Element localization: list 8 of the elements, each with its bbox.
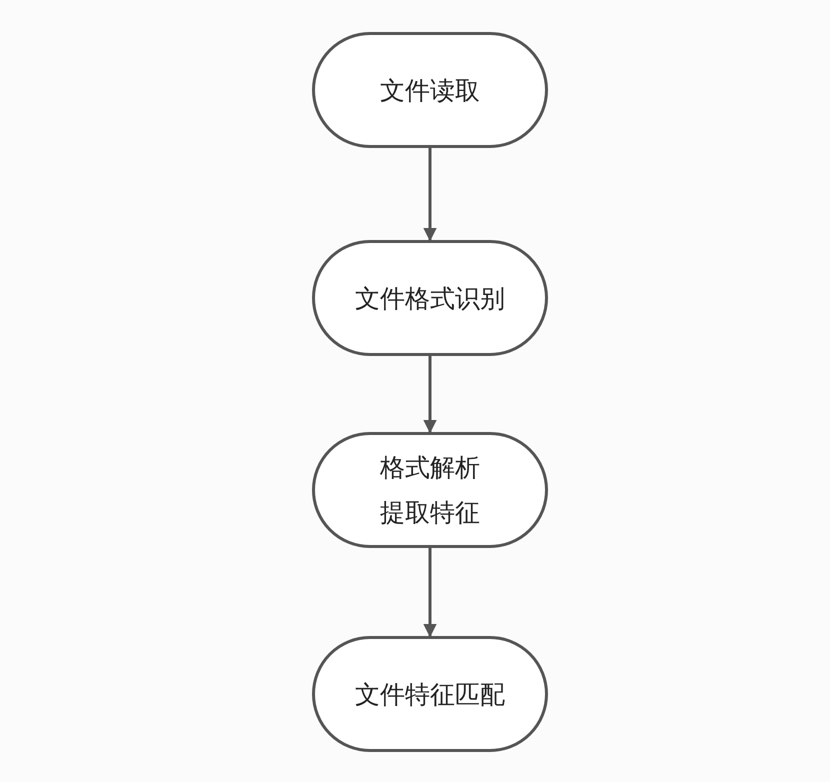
arrow bbox=[423, 356, 437, 434]
node-label: 文件特征匹配 bbox=[355, 682, 505, 706]
node-label: 格式解析 bbox=[380, 455, 480, 480]
node-label: 文件格式识别 bbox=[355, 286, 505, 310]
node-label: 文件读取 bbox=[380, 78, 480, 102]
arrow bbox=[423, 148, 437, 242]
node-label: 提取特征 bbox=[380, 500, 480, 525]
arrow bbox=[423, 548, 437, 638]
